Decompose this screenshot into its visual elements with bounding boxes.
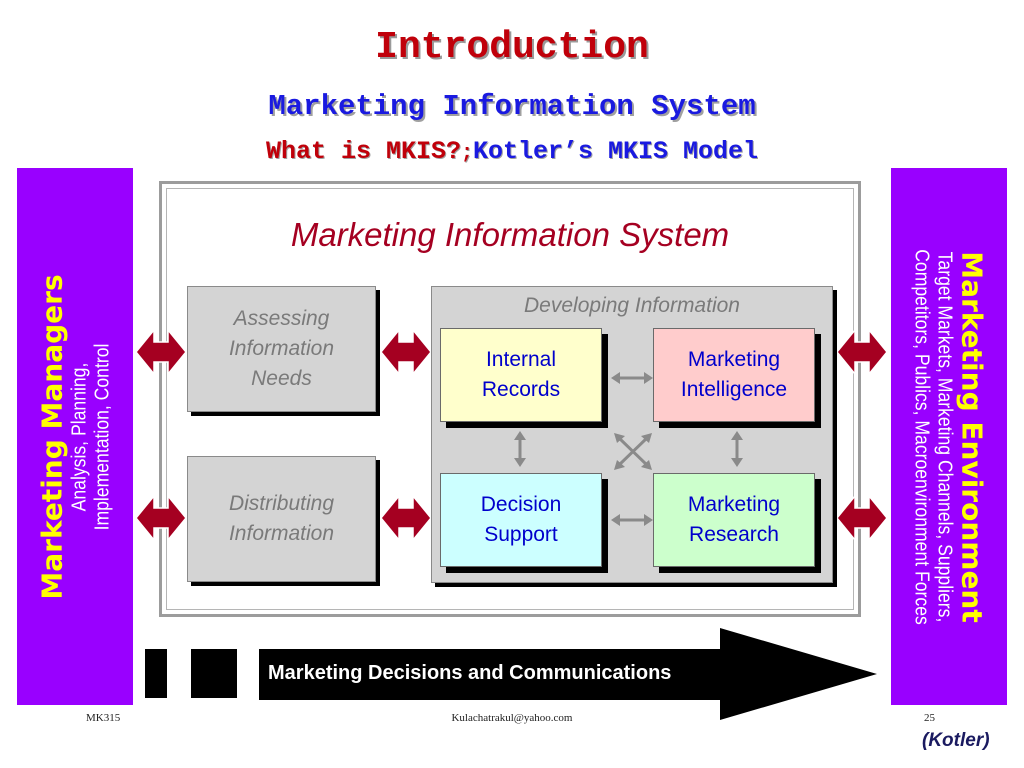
decision-support-box: Decision Support [440,473,602,567]
footer-email: Kulachatrakul@yahoo.com [451,712,573,724]
black-block-1 [145,649,167,698]
topic-separator: ; [460,142,473,165]
decisions-communications-label: Marketing Decisions and Communications [268,662,672,684]
double-arrow-icon [136,496,186,540]
topic-what-is-mkis: What is MKIS? [265,137,461,166]
marketing-research-box: Marketing Research [653,473,815,567]
assessing-line3: Needs [251,367,312,390]
double-arrow-icon [837,496,887,540]
footer-course: MK315 [86,712,121,724]
distributing-info-text: Distributing Information [229,489,334,549]
intelligence-line1: Marketing [687,348,781,371]
internal-line1: Internal [485,348,557,371]
intelligence-line2: Intelligence [680,378,788,401]
double-arrow-icon [837,330,887,374]
topic-kotler-model: Kotler’s MKIS Model [473,137,759,166]
assessing-line2: Information [228,337,335,360]
assessing-line1: Assessing [233,307,330,330]
marketing-environment-panel: Marketing Environment Target Markets, Ma… [891,168,1007,705]
slide-title: Introduction [375,26,649,69]
slide-subtitle: Marketing Information System [268,90,756,123]
double-arrow-icon [381,496,431,540]
slide-topic-line: What is MKIS?;Kotler’s MKIS Model [0,137,1024,166]
decision-line1: Decision [480,493,562,516]
assessing-needs-text: Assessing Information Needs [229,304,334,394]
distributing-info-box: Distributing Information [187,456,376,582]
distributing-line2: Information [228,522,335,545]
research-line2: Research [689,523,779,546]
double-arrow-icon [381,330,431,374]
decision-line2: Support [484,523,558,546]
marketing-intelligence-box: Marketing Intelligence [653,328,815,422]
connector-arrows [514,372,743,526]
black-block-2 [191,649,237,698]
distributing-line1: Distributing [228,492,335,515]
double-arrow-icon [136,330,186,374]
assessing-needs-box: Assessing Information Needs [187,286,376,412]
internal-records-box: Internal Records [440,328,602,422]
internal-line2: Records [481,378,561,401]
developing-info-title: Developing Information [524,294,740,317]
kotler-credit: (Kotler) [922,730,990,751]
decisions-arrow-shape [259,628,877,720]
marketing-managers-panel: Marketing Managers Analysis, Planning, I… [17,168,133,705]
mis-title: Marketing Information System [290,216,730,253]
research-line1: Marketing [687,493,781,516]
footer-page-number: 25 [924,712,935,724]
